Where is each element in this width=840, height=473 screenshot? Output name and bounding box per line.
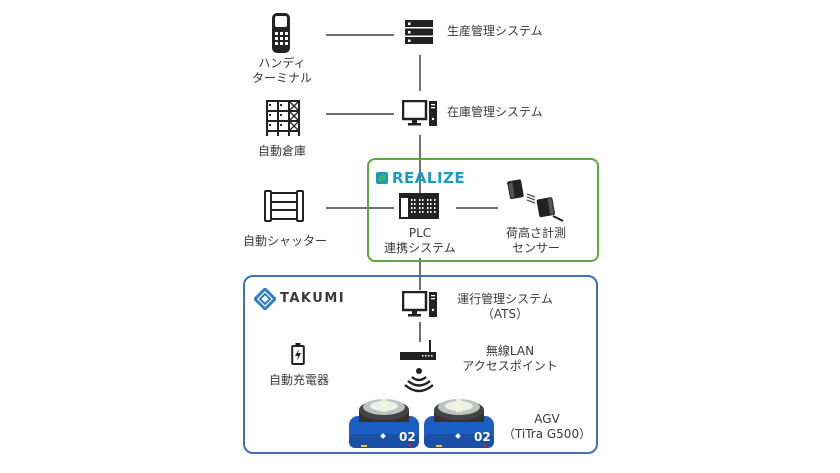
- plc-label-line2: 連携システム: [384, 241, 456, 255]
- agv-label-line1: AGV: [534, 412, 560, 426]
- wireless-router-icon: [400, 340, 436, 360]
- handy-terminal-line2: ターミナル: [251, 71, 312, 85]
- plc-label-line1: PLC: [408, 226, 432, 240]
- agv-number-1: 02: [399, 430, 416, 444]
- photoelectric-sensor-icon: [506, 179, 564, 222]
- connector-ats-ap: [419, 322, 421, 342]
- ats-label-line2: （ATS）: [481, 307, 529, 321]
- plc-icon: [399, 193, 439, 219]
- handy-terminal-node: [270, 12, 292, 54]
- ats-node: [402, 291, 438, 319]
- wireless-ap-label: 無線LAN アクセスポイント: [455, 344, 565, 374]
- ats-label-line1: 運行管理システム: [457, 292, 553, 306]
- ats-label: 運行管理システム （ATS）: [450, 292, 560, 322]
- battery-charging-icon: [291, 343, 305, 365]
- agv-robot-icon: 02: [349, 398, 419, 448]
- desktop-pc-icon: [402, 291, 437, 317]
- inventory-mgmt-label: 在庫管理システム: [447, 105, 543, 119]
- agv-unit-2: 02: [422, 394, 496, 452]
- agv-unit-1: 02: [347, 394, 421, 452]
- connector-plc-sensor: [456, 207, 498, 209]
- warehouse-rack-icon: [266, 100, 300, 136]
- height-sensor-line1: 荷高さ計測: [505, 226, 566, 240]
- connector-production-inventory: [419, 55, 421, 91]
- agv-robot-icon: 02: [424, 398, 494, 448]
- wireless-signal-node: [404, 367, 434, 393]
- agv-label: AGV （TiTra G500）: [497, 412, 597, 442]
- handy-terminal-icon: [272, 13, 290, 53]
- connector-shutter-plc: [326, 207, 394, 209]
- height-sensor-label: 荷高さ計測 センサー: [496, 226, 576, 256]
- agv-label-line2: （TiTra G500）: [502, 427, 592, 441]
- realize-logo: REALIZE: [376, 169, 465, 187]
- realize-group-box: [367, 158, 599, 262]
- takumi-logo-icon: [254, 288, 276, 310]
- handy-terminal-line1: ハンディ: [258, 56, 306, 70]
- takumi-group-box: [243, 275, 598, 454]
- connector-inventory-plc: [419, 135, 421, 195]
- auto-warehouse-label: 自動倉庫: [257, 144, 306, 158]
- server-icon: [405, 20, 433, 44]
- wifi-signal-icon: [404, 368, 434, 393]
- takumi-logo: [254, 288, 276, 310]
- wireless-ap-line2: アクセスポイント: [462, 359, 558, 373]
- auto-shutter-node: [264, 190, 304, 222]
- wireless-ap-node: [400, 340, 436, 364]
- agv-number-2: 02: [474, 430, 491, 444]
- takumi-brand-text: TAKUMI: [280, 291, 346, 306]
- realize-brand-text: REALIZE: [392, 169, 466, 187]
- production-mgmt-label: 生産管理システム: [447, 24, 543, 38]
- connector-warehouse-inventory: [326, 113, 394, 115]
- wireless-ap-line1: 無線LAN: [485, 344, 535, 358]
- realize-logo-icon: [376, 172, 388, 184]
- connector-plc-ats: [419, 258, 421, 290]
- auto-charger-label: 自動充電器: [268, 373, 329, 387]
- handy-terminal-label: ハンディ ターミナル: [248, 56, 316, 86]
- inventory-mgmt-node: [402, 100, 438, 128]
- connector-handy-production: [326, 34, 394, 36]
- plc-node: [399, 193, 439, 219]
- plc-label: PLC 連携システム: [375, 226, 465, 256]
- height-sensor-node: [505, 178, 565, 222]
- auto-shutter-label: 自動シャッター: [242, 234, 327, 248]
- desktop-pc-icon: [402, 100, 437, 126]
- auto-charger-node: [291, 343, 305, 365]
- height-sensor-line2: センサー: [511, 241, 560, 255]
- shutter-icon: [264, 190, 304, 222]
- production-mgmt-node: [405, 20, 433, 44]
- auto-warehouse-node: [266, 100, 300, 136]
